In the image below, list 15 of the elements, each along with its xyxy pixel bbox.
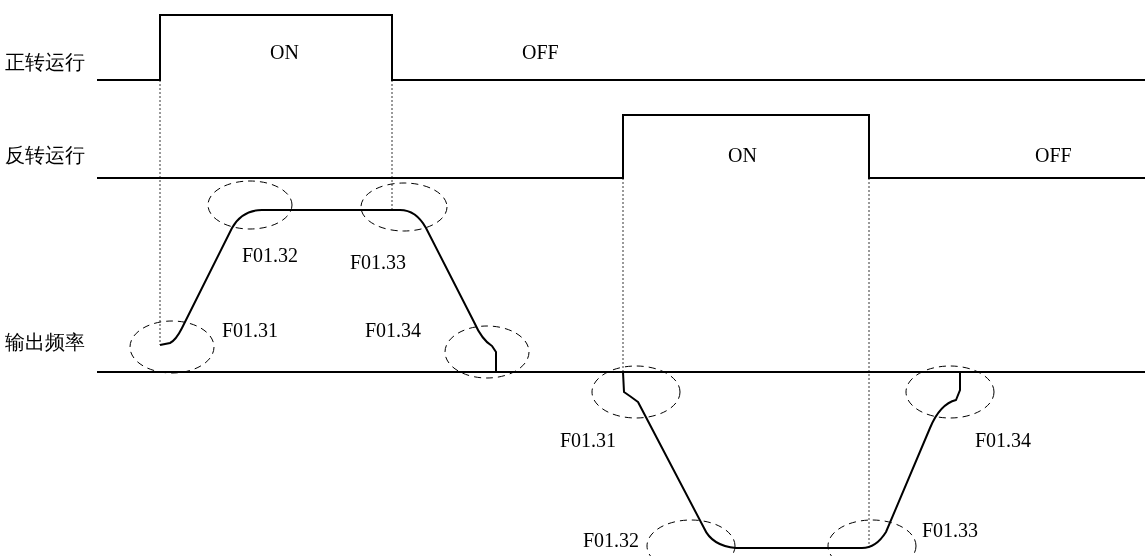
parameter-label: F01.34 — [975, 428, 1032, 452]
parameter-label: F01.33 — [922, 518, 979, 542]
parameter-label: F01.34 — [365, 318, 422, 342]
signal-label: 反转运行 — [5, 143, 85, 167]
state-label: OFF — [1035, 143, 1072, 167]
parameter-label: F01.32 — [242, 243, 299, 267]
signal-label: 输出频率 — [5, 330, 85, 354]
state-label: ON — [270, 40, 299, 64]
state-label: ON — [728, 143, 757, 167]
parameter-label: F01.31 — [222, 318, 279, 342]
parameter-label: F01.32 — [583, 528, 640, 552]
signal-label: 正转运行 — [5, 50, 85, 74]
parameter-label: F01.33 — [350, 250, 407, 274]
parameter-label: F01.31 — [560, 428, 617, 452]
state-label: OFF — [522, 40, 559, 64]
